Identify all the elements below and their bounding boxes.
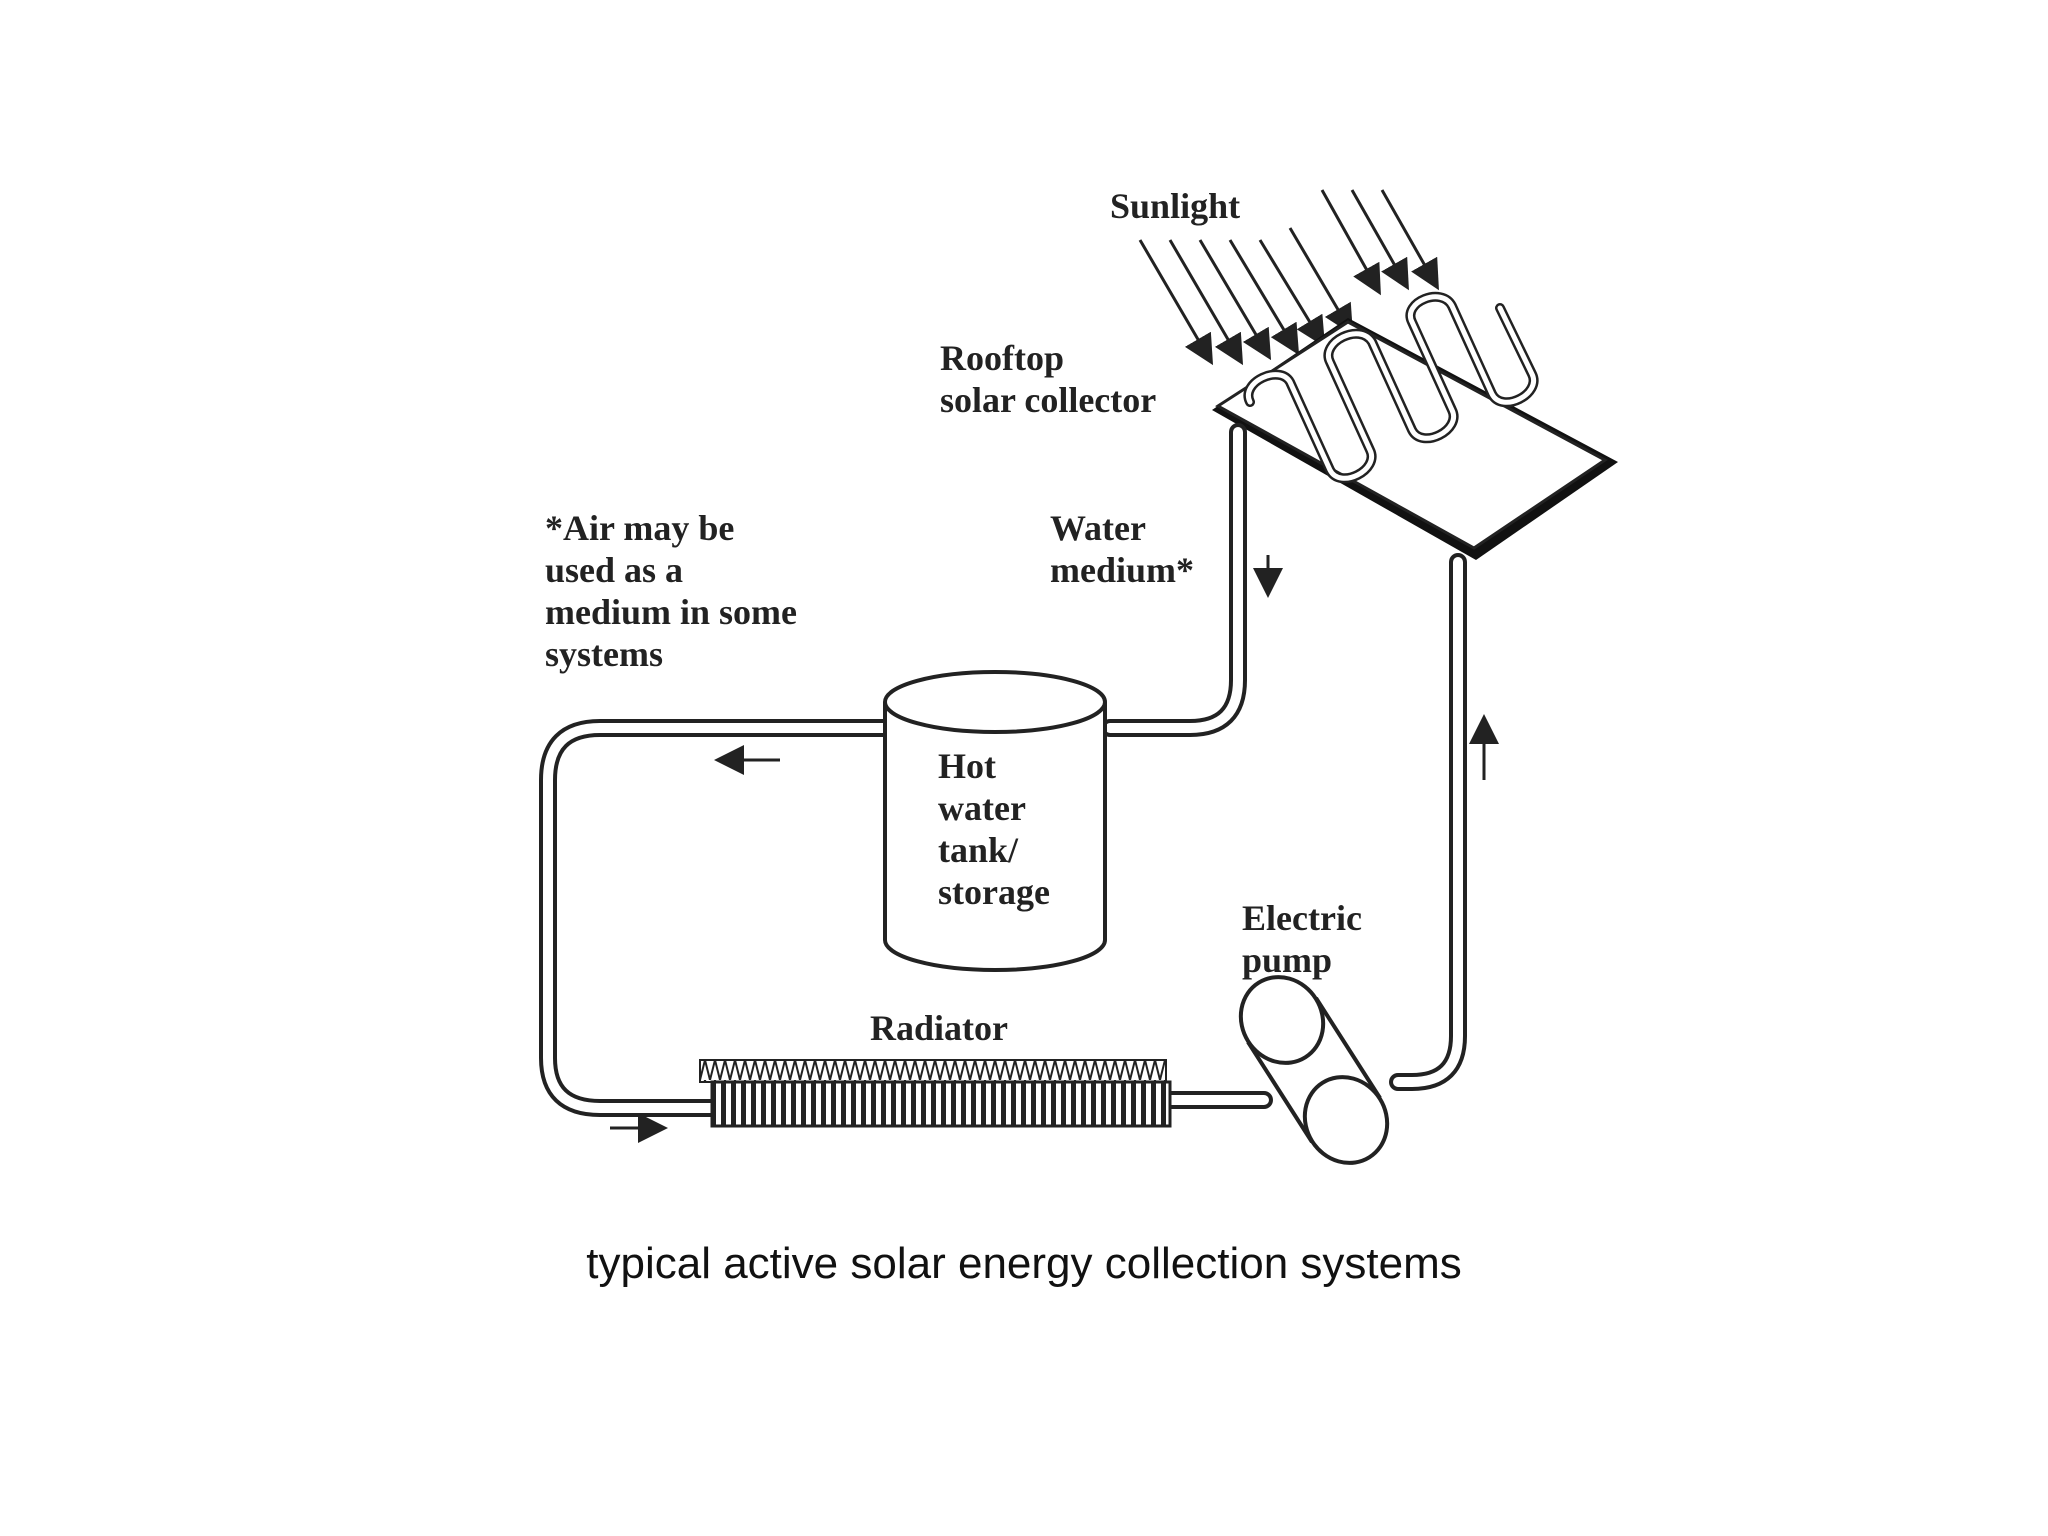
electric-pump <box>1238 975 1390 1165</box>
sunlight-label: Sunlight <box>1110 186 1240 226</box>
air-note-line1: *Air may be <box>545 508 734 548</box>
pump-label-line2: pump <box>1242 940 1332 980</box>
sunlight-ray <box>1138 239 1214 366</box>
tank-label-line1: Hot <box>938 746 996 786</box>
rooftop-label-line2: solar collector <box>940 380 1156 420</box>
water-medium-line1: Water <box>1050 508 1146 548</box>
tank-label-line4: storage <box>938 872 1050 912</box>
figure-caption: typical active solar energy collection s… <box>586 1239 1462 1288</box>
air-note-line4: systems <box>545 634 663 674</box>
tank-label-line3: tank/ <box>938 830 1019 870</box>
sunlight-ray <box>1228 239 1300 356</box>
pump-label-line1: Electric <box>1242 898 1362 938</box>
rooftop-label-line1: Rooftop <box>940 338 1064 378</box>
sunlight-ray <box>1258 239 1326 348</box>
pipe-system <box>539 423 1467 1117</box>
air-note-line2: used as a <box>545 550 683 590</box>
radiator <box>699 1059 1172 1128</box>
sunlight-ray <box>1288 227 1354 336</box>
sunlight-ray <box>1198 239 1272 361</box>
sunlight-ray <box>1320 189 1381 296</box>
radiator-label: Radiator <box>870 1008 1008 1048</box>
tank-label-line2: water <box>938 788 1026 828</box>
flow-arrows <box>610 555 1499 1143</box>
sunlight-ray <box>1350 189 1409 291</box>
air-note-line3: medium in some <box>545 592 797 632</box>
hot-water-tank <box>883 670 1107 972</box>
sunlight-ray <box>1168 239 1244 366</box>
sunlight-rays <box>1138 189 1439 366</box>
water-medium-line2: medium* <box>1050 550 1194 590</box>
solar-collector <box>1212 291 1618 560</box>
sunlight-ray <box>1380 189 1439 291</box>
